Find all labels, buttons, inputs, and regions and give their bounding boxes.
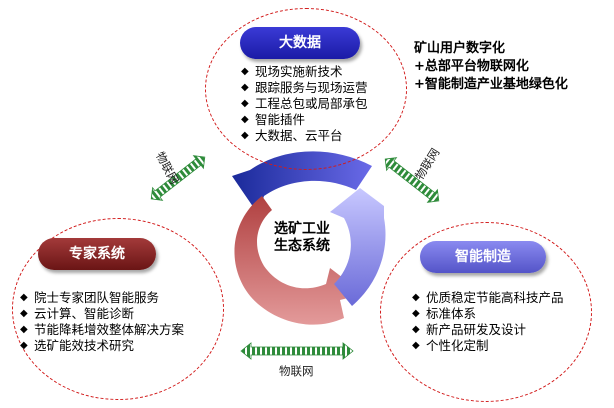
list-item: 个性化定制	[412, 338, 564, 354]
list-item: 院士专家团队智能服务	[20, 290, 184, 306]
center-label: 选矿工业 生态系统	[262, 221, 342, 255]
list-item: 选矿能效技术研究	[20, 338, 184, 354]
headline: 矿山用户数字化 +总部平台物联网化 +智能制造产业基地绿色化	[414, 40, 568, 94]
list-item: 现场实施新技术	[241, 64, 368, 80]
list-item: 优质稳定节能高科技产品	[412, 290, 564, 306]
red-cycle-arrow	[234, 196, 364, 325]
iot-bottom-label: 物联网	[279, 364, 314, 378]
smart-manufacturing-circle	[380, 222, 592, 402]
list-item: 跟踪服务与现场运营	[241, 80, 368, 96]
smart-manufacturing-list: 优质稳定节能高科技产品 标准体系 新产品研发及设计 个性化定制	[412, 290, 564, 354]
list-item: 标准体系	[412, 306, 564, 322]
center-label-line-2: 生态系统	[274, 238, 330, 254]
blue-cycle-arrow	[232, 151, 372, 214]
big-data-circle	[205, 8, 407, 170]
list-item: 新产品研发及设计	[412, 322, 564, 338]
iot-left-arrow	[150, 155, 206, 201]
list-item: 云计算、智能诊断	[20, 306, 184, 322]
expert-system-list: 院士专家团队智能服务 云计算、智能诊断 节能降耗增效整体解决方案 选矿能效技术研…	[20, 290, 184, 354]
center-label-line-1: 选矿工业	[274, 221, 330, 237]
list-item: 智能插件	[241, 112, 368, 128]
headline-line-2: +总部平台物联网化	[414, 59, 529, 74]
list-item: 工程总包或局部承包	[241, 96, 368, 112]
smart-manufacturing-title: 智能制造	[420, 241, 546, 273]
big-data-title: 大数据	[240, 27, 360, 59]
list-item: 节能降耗增效整体解决方案	[20, 322, 184, 338]
headline-line-1: 矿山用户数字化	[414, 41, 506, 56]
list-item: 大数据、云平台	[241, 128, 368, 144]
expert-system-circle	[12, 218, 224, 400]
headline-line-3: +智能制造产业基地绿色化	[414, 77, 568, 92]
iot-bottom-arrow	[240, 342, 354, 360]
expert-system-title: 专家系统	[38, 238, 156, 270]
iot-right-arrow	[384, 157, 440, 203]
big-data-list: 现场实施新技术 跟踪服务与现场运营 工程总包或局部承包 智能插件 大数据、云平台	[241, 64, 368, 144]
lavender-cycle-arrow	[330, 188, 386, 306]
